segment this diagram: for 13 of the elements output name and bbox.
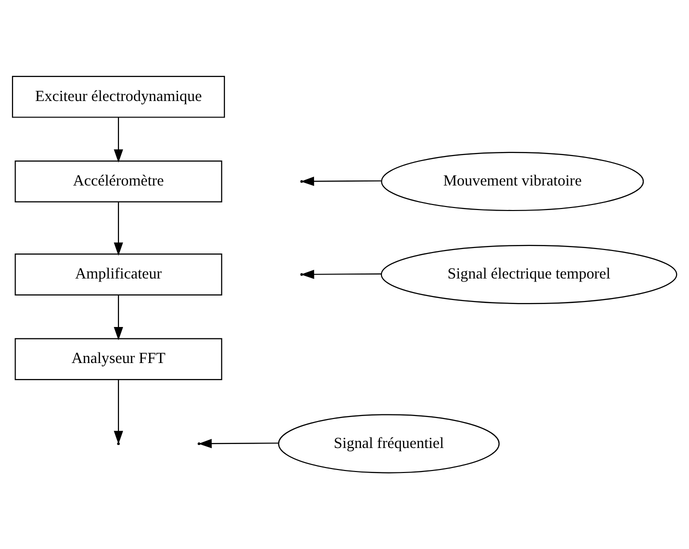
arrow — [114, 117, 124, 163]
node-box: Amplificateur — [14, 254, 222, 296]
node-ellipse: Signal électrique temporel — [380, 244, 678, 304]
node-box: Exciteur électrodynamique — [12, 76, 225, 118]
arrow — [300, 270, 382, 280]
arrow — [198, 438, 279, 448]
arrow — [114, 202, 124, 256]
node-box: Analyseur FFT — [14, 338, 222, 380]
node-ellipse: Mouvement vibratoire — [381, 152, 644, 212]
arrow — [114, 295, 124, 340]
node-ellipse: Signal fréquentiel — [278, 414, 500, 474]
arrow — [114, 380, 124, 444]
node-box: Accéléromètre — [14, 160, 222, 202]
